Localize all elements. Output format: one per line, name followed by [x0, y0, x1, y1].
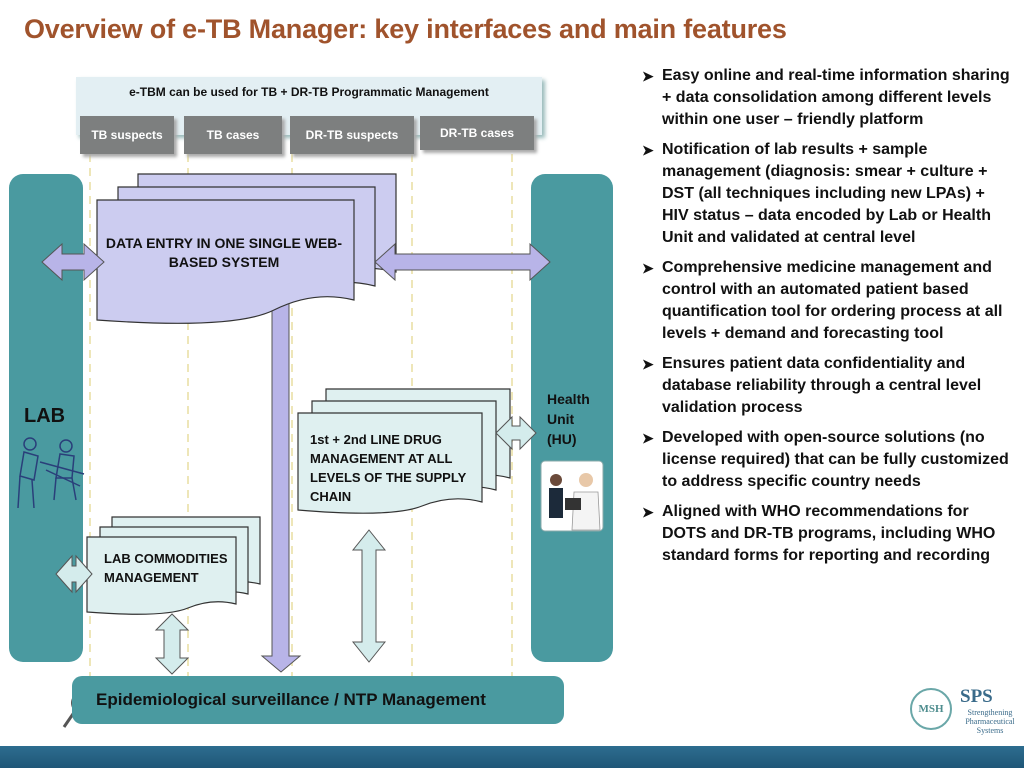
tab-drtb-suspects: DR-TB suspects — [290, 116, 414, 154]
lab-commodities-lab-arrow — [55, 554, 93, 594]
health-unit-line3: (HU) — [547, 431, 577, 447]
arrow-bullet-icon: ➤ — [642, 356, 654, 372]
feature-item: ➤Developed with open-source solutions (n… — [642, 429, 1009, 490]
lab-workers-illustration — [17, 437, 85, 509]
surveillance-label: Epidemiological surveillance / NTP Manag… — [96, 690, 486, 709]
lab-data-entry-arrow — [41, 242, 105, 282]
health-unit-line1: Health — [547, 391, 590, 407]
lab-label: LAB — [24, 405, 66, 427]
arrow-bullet-icon: ➤ — [642, 260, 654, 276]
feature-item: ➤Notification of lab results + sample ma… — [642, 141, 991, 246]
feature-item: ➤Ensures patient data confidentiality an… — [642, 355, 982, 416]
sps-logo-mark: SPS — [960, 686, 993, 707]
footer-band — [0, 746, 1024, 768]
health-workers-illustration — [540, 460, 604, 532]
lab-commodities-surveillance-arrow — [154, 613, 190, 675]
tab-tb-suspects: TB suspects — [80, 116, 174, 154]
page-title: Overview of e-TB Manager: key interfaces… — [24, 14, 787, 44]
feature-item: ➤Aligned with WHO recommendations for DO… — [642, 503, 996, 564]
feature-item: ➤Comprehensive medicine management and c… — [642, 259, 1003, 342]
arrow-bullet-icon: ➤ — [642, 504, 654, 520]
health-unit-line2: Unit — [547, 411, 575, 427]
lab-commodities-text: LAB COMMODITIES MANAGEMENT — [104, 551, 228, 585]
lab-commodities-doc-stack — [86, 516, 261, 615]
surveillance-box — [72, 676, 564, 724]
tab-drtb-cases: DR-TB cases — [420, 116, 534, 150]
drug-management-doc-stack — [297, 388, 511, 514]
sps-logo: SPS Strengthening Pharmaceutical Systems — [960, 686, 1020, 735]
drug-surveillance-arrow — [351, 529, 387, 663]
program-header-text: e-TBM can be used for TB + DR-TB Program… — [129, 85, 489, 99]
data-entry-hu-arrow — [374, 242, 551, 282]
data-entry-doc-stack — [96, 173, 397, 324]
drug-management-text: 1st + 2nd LINE DRUG MANAGEMENT AT ALL LE… — [310, 432, 467, 504]
data-entry-text: DATA ENTRY IN ONE SINGLE WEB-BASED SYSTE… — [105, 235, 343, 270]
msh-logo: MSH — [910, 688, 952, 730]
arrow-bullet-icon: ➤ — [642, 142, 654, 158]
health-unit-column — [531, 174, 613, 662]
sps-logo-caption: Strengthening Pharmaceutical Systems — [965, 708, 1015, 735]
feature-list: ➤Easy online and real-time information s… — [642, 65, 1012, 575]
data-entry-down-arrow — [260, 299, 302, 673]
tab-tb-cases: TB cases — [184, 116, 282, 154]
arrow-bullet-icon: ➤ — [642, 430, 654, 446]
feature-item: ➤Easy online and real-time information s… — [642, 67, 1010, 128]
arrow-bullet-icon: ➤ — [642, 68, 654, 84]
health-unit-label: Health Unit (HU) — [547, 389, 590, 449]
drug-hu-arrow — [495, 415, 537, 451]
